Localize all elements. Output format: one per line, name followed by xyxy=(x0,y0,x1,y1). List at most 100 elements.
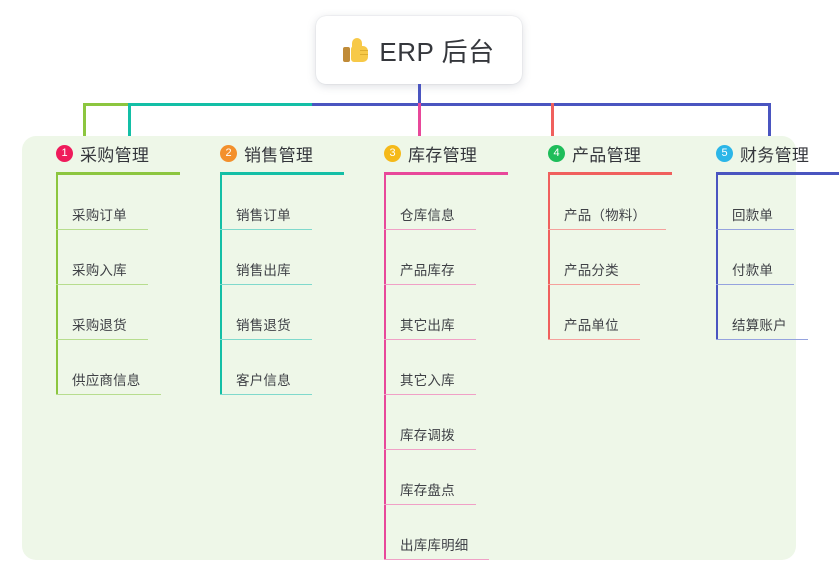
menu-item[interactable]: 回款单 xyxy=(716,175,839,230)
menu-item-rule xyxy=(384,393,476,395)
module-badge-1: 1 xyxy=(56,144,73,162)
menu-item-label: 采购退货 xyxy=(72,318,127,333)
menu-item[interactable]: 客户信息 xyxy=(220,340,364,395)
module-header-rule-5 xyxy=(716,172,839,175)
menu-item-label: 付款单 xyxy=(732,263,774,278)
menu-item[interactable]: 产品库存 xyxy=(384,230,528,285)
connector-bus-segment-1 xyxy=(83,103,128,106)
menu-item-label: 回款单 xyxy=(732,208,774,223)
menu-item[interactable]: 产品分类 xyxy=(548,230,700,285)
menu-item-label: 销售出库 xyxy=(236,263,291,278)
thumbs-up-icon xyxy=(343,37,369,63)
module-header-rule-1 xyxy=(56,172,180,175)
menu-item[interactable]: 采购入库 xyxy=(56,230,200,285)
connector-bus-segment-3 xyxy=(312,103,768,106)
connector-trunk xyxy=(418,84,421,106)
module-header-rule-2 xyxy=(220,172,344,175)
module-column-3: 3 库存管理仓库信息产品库存其它出库其它入库库存调拨库存盘点出库库明细 xyxy=(368,136,528,560)
module-badge-2: 2 xyxy=(220,144,237,162)
module-badge-3: 3 xyxy=(384,144,401,162)
menu-item-rule xyxy=(548,338,640,340)
menu-item[interactable]: 供应商信息 xyxy=(56,340,200,395)
module-column-1: 1 采购管理采购订单采购入库采购退货供应商信息 xyxy=(40,136,200,395)
menu-item-label: 产品库存 xyxy=(400,263,455,278)
menu-item-label: 结算账户 xyxy=(732,318,787,333)
module-column-2: 2 销售管理销售订单销售出库销售退货客户信息 xyxy=(204,136,364,395)
menu-item-rule xyxy=(56,393,161,395)
menu-item-rule xyxy=(220,228,312,230)
menu-item-rule xyxy=(716,283,794,285)
module-header-3[interactable]: 3 库存管理 xyxy=(368,136,528,170)
menu-item-label: 产品单位 xyxy=(564,318,619,333)
menu-item-label: 采购入库 xyxy=(72,263,127,278)
menu-item-label: 其它入库 xyxy=(400,373,455,388)
menu-item-label: 销售退货 xyxy=(236,318,291,333)
connector-bus-segment-2 xyxy=(128,103,312,106)
module-header-2[interactable]: 2 销售管理 xyxy=(204,136,364,170)
module-title-5: 财务管理 xyxy=(740,145,810,165)
menu-item[interactable]: 采购订单 xyxy=(56,175,200,230)
root-node-erp-backend[interactable]: ERP 后台 xyxy=(316,16,522,84)
menu-item-label: 仓库信息 xyxy=(400,208,455,223)
menu-item[interactable]: 其它入库 xyxy=(384,340,528,395)
module-spine-1 xyxy=(56,175,58,395)
connector-drop-5 xyxy=(768,103,771,139)
menu-item-label: 供应商信息 xyxy=(72,373,141,388)
menu-item-label: 客户信息 xyxy=(236,373,291,388)
menu-item-label: 其它出库 xyxy=(400,318,455,333)
module-spine-2 xyxy=(220,175,222,395)
menu-item-rule xyxy=(384,283,476,285)
module-title-2: 销售管理 xyxy=(244,145,314,165)
menu-item-rule xyxy=(548,228,666,230)
menu-item[interactable]: 结算账户 xyxy=(716,285,839,340)
menu-item-rule xyxy=(384,338,476,340)
module-spine-5 xyxy=(716,175,718,340)
menu-item[interactable]: 产品单位 xyxy=(548,285,700,340)
module-items-2: 销售订单销售出库销售退货客户信息 xyxy=(204,175,364,395)
menu-item-label: 库存盘点 xyxy=(400,483,455,498)
connector-drop-4 xyxy=(551,103,554,139)
menu-item-rule xyxy=(220,338,312,340)
module-title-4: 产品管理 xyxy=(572,145,642,165)
module-items-1: 采购订单采购入库采购退货供应商信息 xyxy=(40,175,200,395)
module-items-4: 产品（物料） 产品分类产品单位 xyxy=(532,175,700,340)
module-header-5[interactable]: 5 财务管理 xyxy=(700,136,839,170)
module-badge-5: 5 xyxy=(716,144,733,162)
menu-item[interactable]: 产品（物料） xyxy=(548,175,700,230)
menu-item-rule xyxy=(56,338,148,340)
module-header-rule-4 xyxy=(548,172,672,175)
menu-item-rule xyxy=(384,503,476,505)
module-title-1: 采购管理 xyxy=(80,145,150,165)
menu-item-rule xyxy=(220,283,312,285)
connector-drop-2 xyxy=(128,103,131,139)
menu-item[interactable]: 销售出库 xyxy=(220,230,364,285)
menu-item[interactable]: 采购退货 xyxy=(56,285,200,340)
menu-item[interactable]: 出库库明细 xyxy=(384,505,528,560)
menu-item[interactable]: 库存调拨 xyxy=(384,395,528,450)
module-header-rule-3 xyxy=(384,172,508,175)
menu-item-label: 产品分类 xyxy=(564,263,619,278)
menu-item[interactable]: 付款单 xyxy=(716,230,839,285)
menu-item-rule xyxy=(220,393,312,395)
module-items-3: 仓库信息产品库存其它出库其它入库库存调拨库存盘点出库库明细 xyxy=(368,175,528,560)
menu-item-rule xyxy=(548,283,640,285)
menu-item[interactable]: 仓库信息 xyxy=(384,175,528,230)
menu-item[interactable]: 其它出库 xyxy=(384,285,528,340)
menu-item-label: 库存调拨 xyxy=(400,428,455,443)
module-header-1[interactable]: 1 采购管理 xyxy=(40,136,200,170)
menu-item[interactable]: 销售订单 xyxy=(220,175,364,230)
module-column-5: 5 财务管理回款单付款单结算账户 xyxy=(700,136,839,340)
connector-drop-3 xyxy=(418,103,421,139)
module-title-3: 库存管理 xyxy=(408,145,478,165)
menu-item-label: 采购订单 xyxy=(72,208,127,223)
menu-item[interactable]: 库存盘点 xyxy=(384,450,528,505)
menu-item-rule xyxy=(56,283,148,285)
menu-item-rule xyxy=(716,338,808,340)
menu-item-rule xyxy=(716,228,794,230)
menu-item-label: 出库库明细 xyxy=(400,538,469,553)
menu-item[interactable]: 销售退货 xyxy=(220,285,364,340)
menu-item-rule xyxy=(384,558,489,560)
